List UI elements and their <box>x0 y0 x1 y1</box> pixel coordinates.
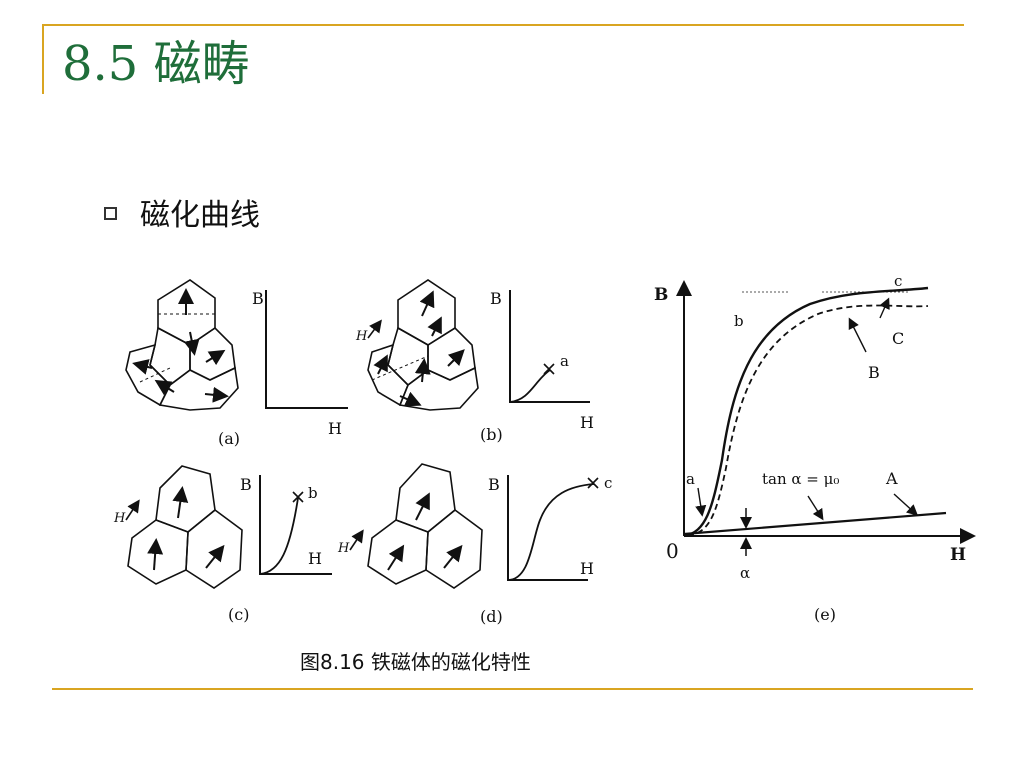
label-A-e: A <box>885 469 898 488</box>
field-label-b: H <box>355 329 368 344</box>
cross-mark-b <box>543 363 555 375</box>
axis-h-label-a: H <box>328 419 342 438</box>
cross-mark-d <box>587 477 599 489</box>
field-label-c: H <box>113 511 126 526</box>
pointer-B <box>848 317 867 353</box>
axis-h-label-e: H <box>950 545 966 565</box>
origin-label-e: 0 <box>666 539 679 563</box>
domain-arrows-c <box>147 486 225 571</box>
label-a-e: a <box>686 470 695 488</box>
figure-caption: 图8.16 铁磁体的磁化特性 <box>300 650 531 674</box>
panel-label-a: (a) <box>218 429 240 448</box>
equation-e: tan α = μ₀ <box>762 470 839 488</box>
domain-cluster-d <box>367 463 483 589</box>
pointer-A <box>893 493 919 516</box>
field-label-d: H <box>337 541 350 556</box>
field-arrow-c <box>125 499 140 521</box>
axis-b-label-a: B <box>252 289 264 308</box>
panel-e: B H 0 b c C B a A tan α = μ₀ α (e) <box>654 272 976 624</box>
panel-label-d: (d) <box>480 607 503 626</box>
cross-mark-c <box>292 491 304 503</box>
axis-b-label-b: B <box>490 289 502 308</box>
bottom-rule <box>52 688 973 690</box>
field-arrow-d <box>349 529 364 551</box>
domain-cluster-c <box>127 465 243 589</box>
panel-label-e: (e) <box>814 605 836 624</box>
graph-axes-d <box>507 475 588 581</box>
bullet-text: 磁化曲线 <box>140 198 260 233</box>
domain-cluster-b <box>367 279 479 411</box>
axis-h-label-b: H <box>580 413 594 432</box>
pointer-C <box>879 297 890 319</box>
alpha-label-e: α <box>740 564 750 582</box>
curve-d <box>507 483 595 581</box>
panel-a: B H (a) <box>125 279 348 448</box>
curve-mu-dashed <box>687 304 929 537</box>
curve-B-solid <box>683 286 929 538</box>
label-b-e: b <box>734 312 744 330</box>
magnetization-figure: B H (a) H a B H (b) <box>113 272 976 626</box>
label-C-e: C <box>892 329 904 348</box>
axis-b-label-d: B <box>488 475 500 494</box>
domain-cluster-a <box>125 279 239 411</box>
pointer-a <box>695 487 707 517</box>
panel-label-c: (c) <box>228 605 249 624</box>
label-c-e: c <box>894 272 902 290</box>
slide-title: 8.5 磁畴 <box>62 36 250 92</box>
panel-c: H b B H (c) <box>113 465 332 624</box>
axis-h-label-c: H <box>308 549 322 568</box>
domain-arrows-a <box>132 288 229 403</box>
mark-label-c: b <box>308 484 318 502</box>
top-rule <box>42 24 964 26</box>
curve-A-line <box>683 511 947 536</box>
left-rule <box>42 24 44 94</box>
mark-label-d: c <box>604 474 612 492</box>
axis-b-label-c: B <box>240 475 252 494</box>
field-arrow-b <box>367 319 382 339</box>
graph-a <box>265 290 348 409</box>
axis-h-label-d: H <box>580 559 594 578</box>
domain-arrows-b <box>373 290 465 407</box>
panel-b: H a B H (b) <box>355 279 594 444</box>
domain-arrows-d <box>387 492 463 571</box>
pointer-tan <box>807 495 824 521</box>
mark-label-b: a <box>560 352 569 370</box>
panel-d: H c B H (d) <box>337 463 612 626</box>
axis-b-label-e: B <box>654 285 668 305</box>
graph-axes-b <box>509 290 590 403</box>
panel-label-b: (b) <box>480 425 503 444</box>
curve-b <box>509 369 551 403</box>
curve-c <box>259 497 299 575</box>
bullet-icon <box>104 207 117 220</box>
label-B-e: B <box>868 363 880 382</box>
